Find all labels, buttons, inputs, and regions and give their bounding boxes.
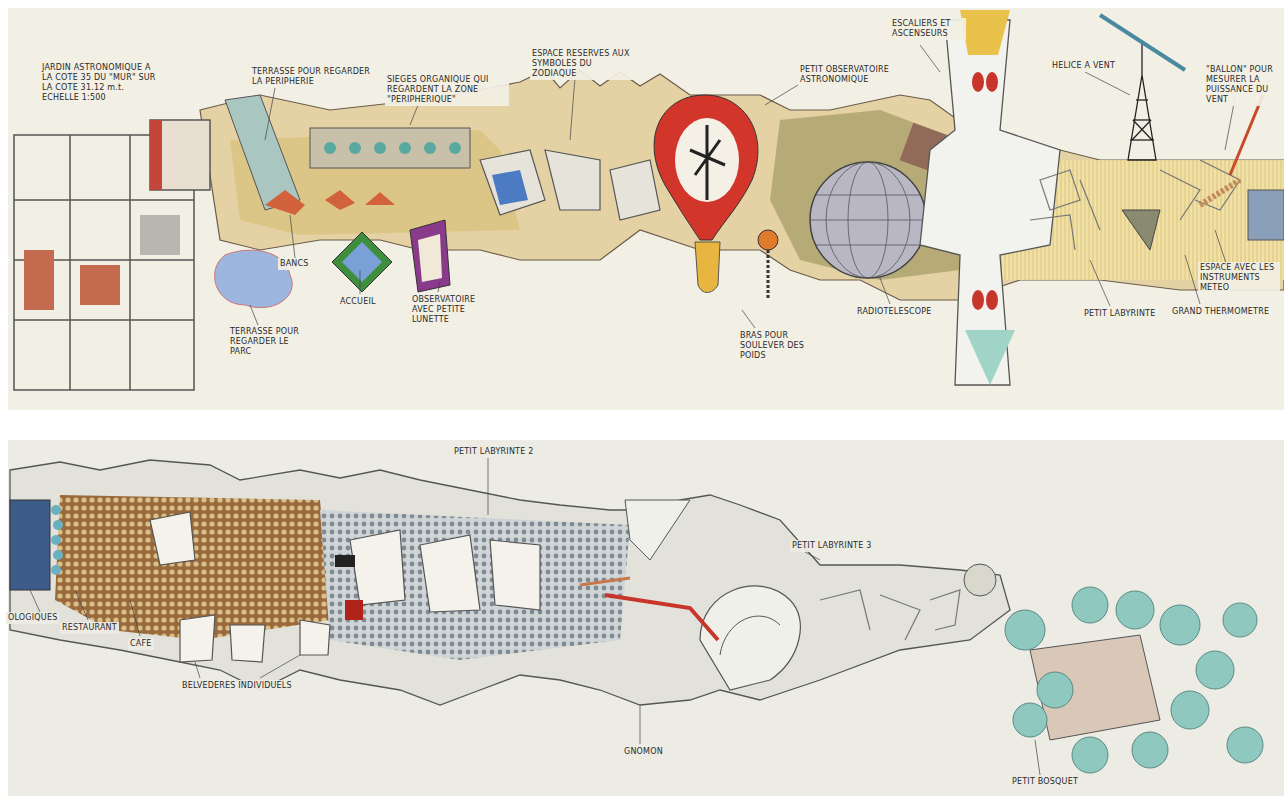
dish-lines	[810, 162, 926, 278]
petit-labyrinte	[1030, 160, 1240, 250]
helice-tower	[1128, 40, 1156, 160]
lifts	[972, 72, 998, 310]
plan-label: GNOMON	[622, 746, 665, 758]
plan-label: GRAND THERMOMETRE	[1170, 306, 1271, 318]
gnomon-wall	[625, 500, 690, 560]
leader-lines	[30, 458, 1040, 775]
panel	[8, 440, 1284, 796]
trees	[1005, 587, 1263, 773]
plan-label: SIEGES ORGANIQUE QUI REGARDENT LA ZONE "…	[385, 74, 509, 106]
meteo-space	[1248, 190, 1284, 240]
bottom-strip	[10, 460, 1010, 705]
plan-label: PETIT LABYRINTE 2	[452, 446, 535, 458]
plan-label: "BALLON" POUR MESURER LA PUISSANCE DU VE…	[1204, 64, 1280, 106]
spiral-stair	[964, 564, 996, 596]
zodiac-walls	[480, 150, 660, 220]
benches	[265, 190, 395, 215]
plan-label: PETIT LABYRINTE 3	[790, 540, 873, 552]
round-seats	[51, 505, 63, 575]
belvederes	[150, 512, 540, 662]
plan-label: BANCS	[278, 258, 311, 270]
observatory-inner	[418, 234, 442, 282]
terrace-ramp	[225, 95, 300, 210]
plan-label: ESCALIERS ET ASCENSEURS	[890, 18, 966, 40]
gnomon	[605, 595, 718, 640]
plan-label: TERRASSE POUR REGARDER LA PERIPHERIE	[250, 66, 374, 88]
plan-label: RESTAURANT	[60, 622, 119, 634]
blue-stair	[492, 170, 528, 205]
plan-label: PETIT LABYRINTE	[1082, 308, 1157, 320]
weight-arm	[758, 230, 778, 250]
plan-label: OLOGIQUES	[6, 612, 59, 624]
dial-arc	[720, 616, 780, 655]
plan-label: ACCUEIL	[338, 296, 378, 308]
dark-wells	[335, 555, 363, 620]
panel	[8, 8, 1284, 410]
plan-label: TERRASSE POUR REGARDER LE PARC	[228, 326, 312, 358]
tower-base	[1122, 210, 1160, 250]
bosquet-pavilion	[1030, 635, 1160, 740]
plan-label: ESPACE RESERVES AUX SYMBOLES DU ZODIAQUE	[530, 48, 634, 80]
plan-label: OBSERVATOIRE AVEC PETITE LUNETTE	[410, 294, 490, 326]
observatory-lunette	[410, 220, 450, 292]
plan-label: CAFE	[128, 638, 154, 650]
radiotelescope	[810, 162, 926, 278]
stairs	[24, 215, 180, 310]
plan-label: RADIOTELESCOPE	[855, 306, 934, 318]
plan-title: JARDIN ASTRONOMIQUE A LA COTE 35 DU "MUR…	[40, 62, 162, 104]
yellow-tongue	[695, 242, 720, 293]
belvedere-paving	[320, 510, 630, 660]
weight-arm-bar	[767, 250, 770, 300]
thermometre	[1200, 180, 1240, 205]
observatoire-mark	[690, 125, 725, 200]
plan-label: ESPACE AVEC LES INSTRUMENTS METEO	[1198, 262, 1280, 294]
plan-label: PETIT BOSQUET	[1010, 776, 1080, 788]
petit-observatoire	[654, 95, 758, 240]
accueil-shape	[332, 232, 392, 292]
seats	[310, 128, 470, 168]
blue-block	[10, 500, 50, 590]
red-wall	[150, 120, 162, 190]
plan-label: BRAS POUR SOULEVER DES POIDS	[738, 330, 820, 362]
gnomon-rod	[580, 578, 630, 585]
plan-label: HELICE A VENT	[1050, 60, 1117, 72]
grid-structure	[14, 120, 210, 390]
leader-lines	[250, 45, 1235, 328]
petit-labyrinte-3	[820, 590, 960, 640]
teal-shape	[965, 330, 1015, 385]
ballon-rod	[1230, 95, 1263, 175]
plan-label: BELVEDERES INDIVIDUELS	[180, 680, 294, 692]
seat-shapes	[324, 142, 461, 154]
observatoire-inner	[675, 118, 739, 202]
stair-cross	[920, 20, 1060, 385]
garden-strip	[200, 70, 1284, 300]
yellow-shape	[960, 10, 1010, 55]
accueil-inner	[342, 242, 382, 282]
plan-label: PETIT OBSERVATOIRE ASTRONOMIQUE	[798, 64, 894, 86]
